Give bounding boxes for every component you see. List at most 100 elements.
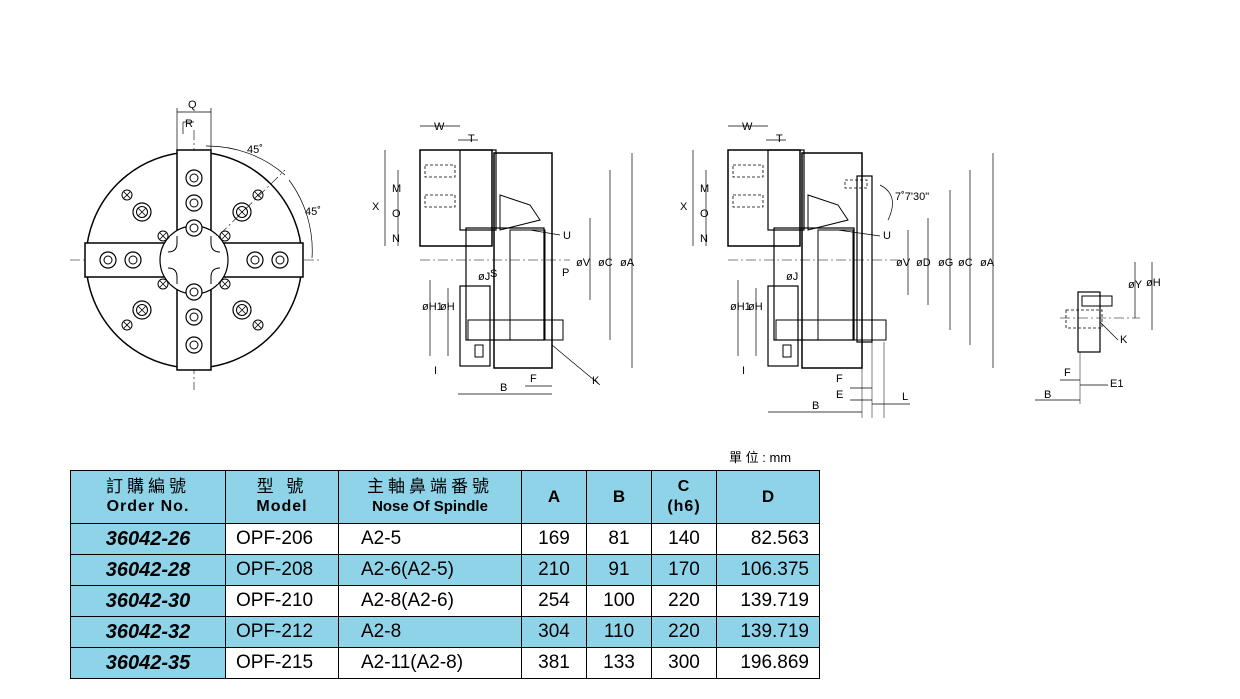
svg-text:øH: øH <box>748 301 763 313</box>
cell-model: OPF-215 <box>225 647 339 679</box>
cell-model: OPF-208 <box>225 554 339 586</box>
cell-model: OPF-210 <box>225 585 339 617</box>
svg-text:øA: øA <box>980 257 995 269</box>
svg-text:M: M <box>700 183 709 195</box>
svg-text:K: K <box>592 375 600 387</box>
header-a: A <box>521 470 587 524</box>
cell-c: 300 <box>651 647 717 679</box>
svg-text:B: B <box>812 400 819 412</box>
svg-text:I: I <box>434 365 437 377</box>
cell-b: 91 <box>586 554 652 586</box>
cell-model: OPF-206 <box>225 523 339 555</box>
cell-a: 169 <box>521 523 587 555</box>
cell-d: 196.869 <box>716 647 820 679</box>
svg-text:F: F <box>1064 367 1071 379</box>
svg-text:7˚7'30": 7˚7'30" <box>895 191 929 203</box>
cell-a: 304 <box>521 616 587 648</box>
cell-a: 381 <box>521 647 587 679</box>
cell-nose: A2-5 <box>338 523 522 555</box>
technical-drawing: Q R 45˚ 45˚ W <box>70 99 1161 418</box>
cell-order: 36042-32 <box>70 616 226 648</box>
svg-text:N: N <box>392 233 400 245</box>
svg-text:I: I <box>742 365 745 377</box>
svg-text:øH1: øH1 <box>730 301 751 313</box>
cell-d: 106.375 <box>716 554 820 586</box>
cell-d: 139.719 <box>716 585 820 617</box>
table-row: 36042-26 OPF-206 A2-5 169 81 140 82.563 <box>70 523 820 555</box>
svg-text:øV: øV <box>576 257 591 269</box>
dim-q: Q <box>188 99 197 111</box>
svg-text:T: T <box>776 133 783 145</box>
angle-45-top: 45˚ <box>247 144 263 156</box>
angle-45-right: 45˚ <box>305 206 321 218</box>
cell-nose: A2-11(A2-8) <box>338 647 522 679</box>
svg-text:B: B <box>500 382 507 394</box>
svg-text:øC: øC <box>598 257 613 269</box>
header-d: D <box>716 470 820 524</box>
svg-text:N: N <box>700 233 708 245</box>
front-view: Q R 45˚ 45˚ <box>70 99 321 390</box>
cell-a: 254 <box>521 585 587 617</box>
table-row: 36042-32 OPF-212 A2-8 304 110 220 139.71… <box>70 616 820 648</box>
svg-text:U: U <box>883 230 891 242</box>
cell-order: 36042-30 <box>70 585 226 617</box>
cell-c: 170 <box>651 554 717 586</box>
side-view-1 <box>384 125 633 395</box>
svg-text:M: M <box>392 183 401 195</box>
svg-text:øA: øA <box>620 257 635 269</box>
cell-order: 36042-28 <box>70 554 226 586</box>
svg-text:K: K <box>1120 334 1128 346</box>
svg-text:S: S <box>490 268 497 280</box>
svg-text:P: P <box>562 267 569 279</box>
header-b: B <box>586 470 652 524</box>
cell-a: 210 <box>521 554 587 586</box>
cell-nose: A2-8(A2-6) <box>338 585 522 617</box>
unit-label: 單 位 : mm <box>729 450 792 465</box>
cell-nose: A2-6(A2-5) <box>338 554 522 586</box>
svg-text:øV: øV <box>896 257 911 269</box>
cell-b: 110 <box>586 616 652 648</box>
svg-text:X: X <box>680 201 688 213</box>
svg-text:øH: øH <box>1146 277 1161 289</box>
svg-text:F: F <box>530 373 537 385</box>
svg-text:øC: øC <box>958 257 973 269</box>
cell-c: 220 <box>651 585 717 617</box>
cell-model: OPF-212 <box>225 616 339 648</box>
table-row: 36042-30 OPF-210 A2-8(A2-6) 254 100 220 … <box>70 585 820 617</box>
table-row: 36042-28 OPF-208 A2-6(A2-5) 210 91 170 1… <box>70 554 820 586</box>
cell-d: 82.563 <box>716 523 820 555</box>
cell-order: 36042-35 <box>70 647 226 679</box>
detail-view-labels: øY øH K F E1 B <box>1044 277 1161 401</box>
cell-order: 36042-26 <box>70 523 226 555</box>
svg-text:øY: øY <box>1128 279 1143 291</box>
svg-text:T: T <box>468 133 475 145</box>
svg-text:W: W <box>742 121 753 133</box>
dim-r: R <box>185 118 193 130</box>
svg-text:øD: øD <box>916 257 931 269</box>
cell-b: 81 <box>586 523 652 555</box>
side-view-2 <box>692 125 994 418</box>
cell-b: 100 <box>586 585 652 617</box>
svg-text:øJ: øJ <box>786 271 798 283</box>
cell-nose: A2-8 <box>338 616 522 648</box>
svg-text:E1: E1 <box>1110 378 1123 390</box>
svg-text:O: O <box>392 208 401 220</box>
svg-text:W: W <box>434 121 445 133</box>
side-view-2-labels: W T X M O N 7˚7'30" U øJ øV øD øG øC øA … <box>680 121 995 412</box>
table-row: 36042-35 OPF-215 A2-11(A2-8) 381 133 300… <box>70 647 820 679</box>
svg-text:U: U <box>563 230 571 242</box>
cell-c: 220 <box>651 616 717 648</box>
cell-c: 140 <box>651 523 717 555</box>
svg-text:øH1: øH1 <box>422 301 443 313</box>
svg-text:E: E <box>836 389 843 401</box>
detail-view <box>1035 262 1153 404</box>
cell-b: 133 <box>586 647 652 679</box>
svg-text:B: B <box>1044 389 1051 401</box>
svg-text:O: O <box>700 208 709 220</box>
svg-text:øJ: øJ <box>478 271 490 283</box>
cell-d: 139.719 <box>716 616 820 648</box>
